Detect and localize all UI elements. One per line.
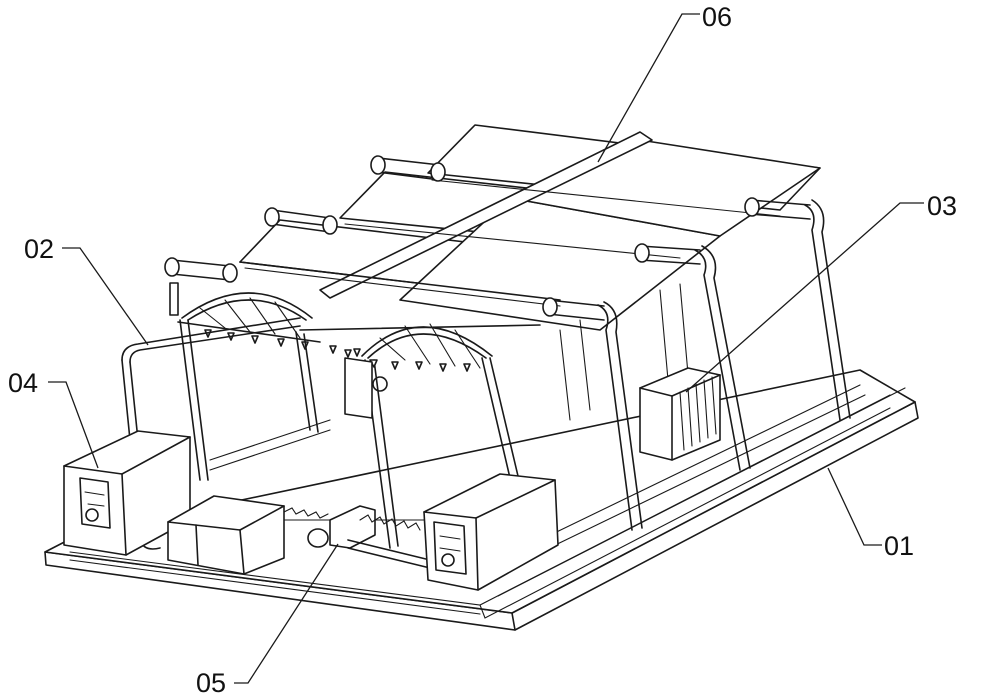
label-01: 01: [884, 531, 914, 561]
label-03: 03: [927, 191, 957, 221]
label-02: 02: [24, 234, 54, 264]
label-05: 05: [196, 668, 226, 698]
leader-02: [62, 248, 148, 345]
rear-arch: [170, 283, 360, 480]
solar-panel-array: [165, 125, 820, 330]
leader-01: [828, 468, 882, 545]
label-04: 04: [8, 368, 38, 398]
label-06: 06: [702, 2, 732, 32]
